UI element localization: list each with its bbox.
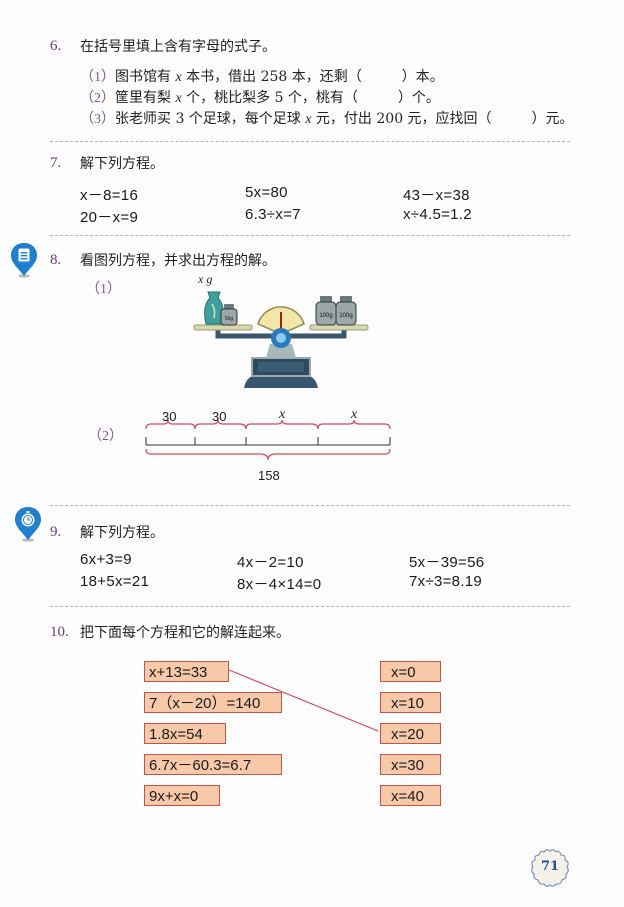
page-number-badge: 71 [530, 848, 570, 888]
equation-box[interactable]: 6.7x－60.3=6.7 [144, 754, 282, 775]
svg-text:100g: 100g [339, 313, 352, 319]
equation-box[interactable]: 7（x－20）=140 [144, 692, 282, 713]
question-title-6: 在括号里填上含有字母的式子。 [80, 39, 276, 55]
equation: 4x－2=10 [237, 554, 304, 571]
solution-box[interactable]: x=30 [380, 754, 441, 775]
equation: 20－x=9 [80, 209, 139, 226]
equation: 5x=80 [245, 184, 288, 201]
item-label: （3） [80, 112, 115, 127]
segment-label: 30 [162, 409, 177, 424]
section-divider [50, 141, 570, 142]
question-title-8: 看图列方程，并求出方程的解。 [80, 253, 276, 269]
part-label-1: （1） [86, 282, 121, 297]
svg-text:100g: 100g [319, 313, 332, 319]
equation: 6x+3=9 [80, 551, 132, 568]
equation-box[interactable]: x+13=33 [144, 661, 229, 682]
question-number-7: 7. [50, 155, 62, 171]
question-title-7: 解下列方程。 [80, 156, 164, 172]
question-number-10: 10. [50, 624, 69, 640]
item-label: （2） [80, 91, 115, 106]
segment-label: x [279, 407, 286, 422]
equation: 18+5x=21 [80, 573, 150, 590]
section-divider [50, 235, 570, 236]
question-number-8: 8. [50, 252, 62, 268]
equation: 7x÷3=8.19 [409, 573, 483, 590]
segment-diagram: 30 30 x x 158 [140, 405, 400, 490]
solution-box[interactable]: x=20 [380, 723, 441, 744]
equation: 5x－39=56 [409, 554, 485, 571]
equation: 43－x=38 [403, 187, 470, 204]
q6-item-1: （1）图书馆有 x 本书，借出 258 本，还剩（）本。 [80, 69, 444, 85]
segment-total: 158 [258, 468, 280, 483]
svg-text:50g: 50g [225, 316, 234, 322]
equation: 6.3÷x=7 [245, 206, 301, 223]
segment-label: 30 [212, 409, 227, 424]
equation: 8x－4×14=0 [237, 576, 322, 593]
solution-box[interactable]: x=40 [380, 785, 441, 806]
question-number-9: 9. [50, 524, 62, 540]
segment-label: x [351, 407, 358, 422]
document-pin-icon[interactable] [10, 242, 38, 278]
question-number-6: 6. [50, 38, 62, 54]
equation-box[interactable]: 9x+x=0 [144, 785, 220, 806]
section-divider [50, 606, 570, 607]
solution-box[interactable]: x=0 [380, 661, 441, 682]
part-label-2: （2） [88, 429, 123, 444]
question-title-10: 把下面每个方程和它的解连起来。 [80, 625, 290, 641]
section-divider [50, 505, 570, 506]
equation: x÷4.5=1.2 [403, 206, 472, 223]
unknown-weight-label: x g [198, 272, 213, 286]
page-number: 71 [540, 859, 560, 874]
stopwatch-pin-icon[interactable] [14, 506, 42, 542]
item-label: （1） [80, 70, 115, 85]
balance-scale-figure: x g 50g 100g 100g [186, 270, 376, 398]
solution-box[interactable]: x=10 [380, 692, 441, 713]
question-title-9: 解下列方程。 [80, 525, 164, 541]
q6-item-3: （3）张老师买 3 个足球，每个足球 x 元，付出 200 元，应找回（）元。 [80, 111, 574, 127]
equation: x－8=16 [80, 187, 139, 204]
q6-item-2: （2）筐里有梨 x 个，桃比梨多 5 个，桃有（）个。 [80, 90, 440, 106]
equation-box[interactable]: 1.8x=54 [144, 723, 226, 744]
